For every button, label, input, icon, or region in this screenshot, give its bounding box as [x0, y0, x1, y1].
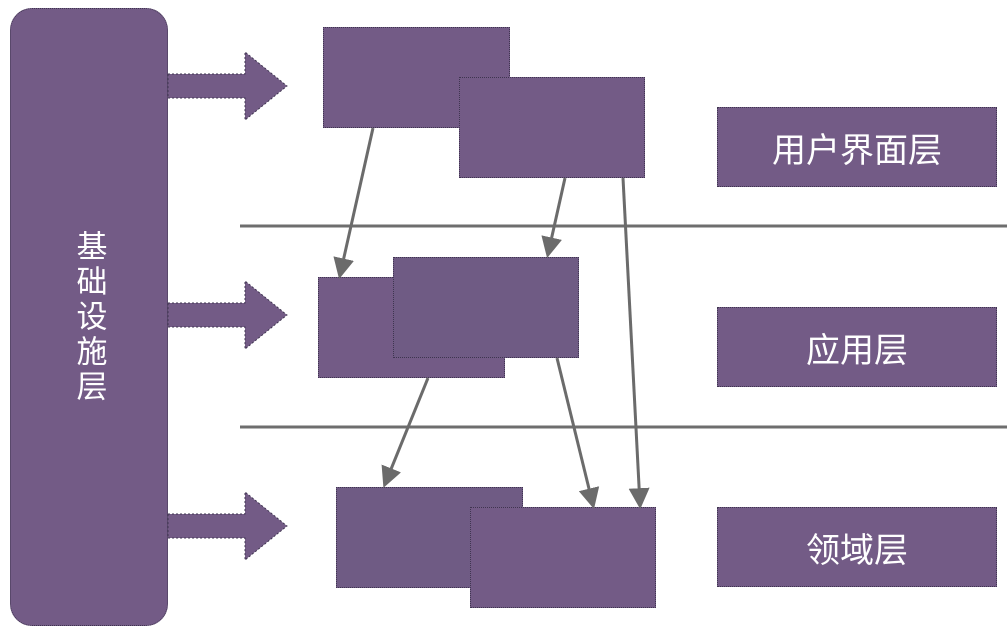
application-box-2	[393, 257, 579, 358]
infrastructure-layer: 基础设施层	[10, 8, 168, 626]
arrow-ui2-to-app2	[541, 177, 567, 259]
arrow-ui1-to-app1	[333, 127, 375, 280]
fat-arrow-to-ui	[167, 50, 288, 122]
infrastructure-layer-label: 基础设施层	[70, 229, 107, 405]
arrow-ui2-to-domain2	[621, 177, 650, 510]
arrow-app1-to-domain1	[381, 377, 430, 488]
arrow-app2-to-domain2	[555, 357, 600, 510]
application-layer-label: 应用层	[717, 307, 997, 387]
ui-box-2	[459, 77, 645, 178]
domain-box-2	[470, 507, 656, 608]
ui-layer-label: 用户界面层	[717, 107, 997, 187]
domain-layer-label: 领域层	[717, 507, 997, 587]
fat-arrow-to-application	[167, 279, 288, 351]
fat-arrow-to-domain	[167, 490, 288, 562]
